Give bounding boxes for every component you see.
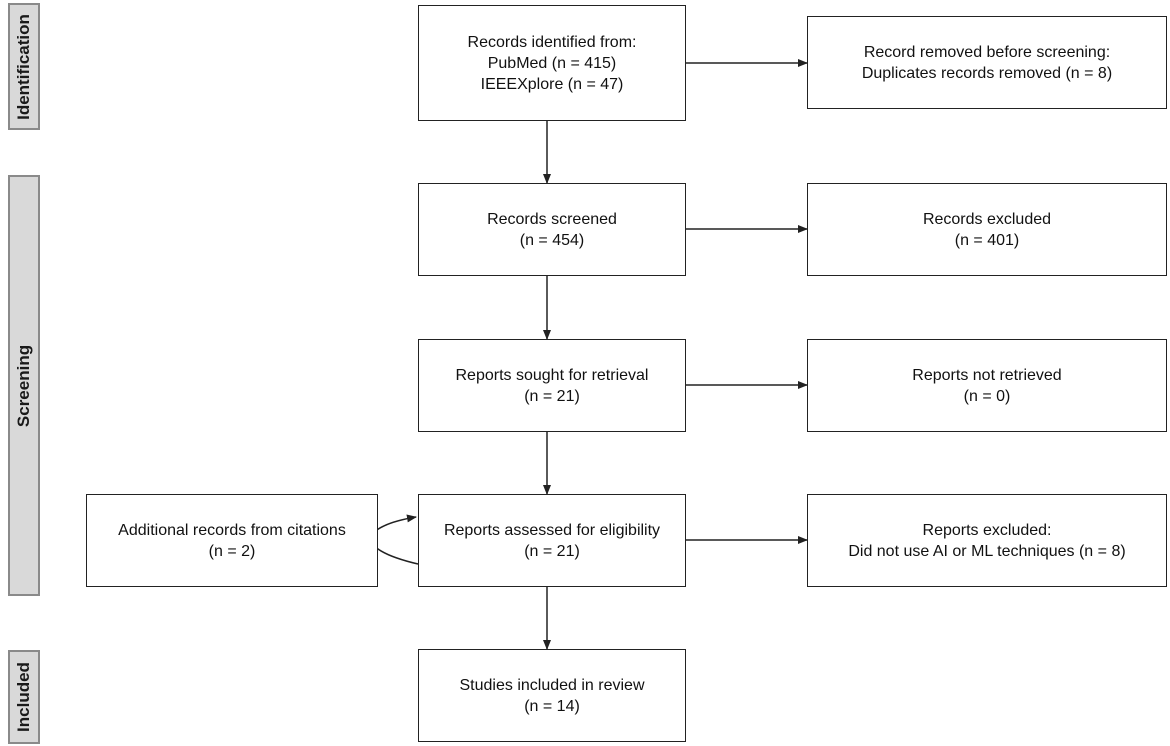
- records-removed-title: Record removed before screening:: [863, 43, 1111, 61]
- records-excluded-count: (n = 401): [954, 231, 1020, 249]
- box-records-excluded: Records excluded (n = 401): [807, 183, 1167, 276]
- records-screened-title: Records screened: [487, 210, 617, 228]
- additional-records-title: Additional records from citations: [118, 521, 346, 539]
- phase-label-included: Included: [8, 650, 40, 744]
- phase-label-screening: Screening: [8, 175, 40, 596]
- box-reports-not-retrieved: Reports not retrieved (n = 0): [807, 339, 1167, 432]
- reports-excluded-reason: Did not use AI or ML techniques (n = 8): [848, 542, 1126, 560]
- records-removed-duplicates: Duplicates records removed (n = 8): [861, 64, 1113, 82]
- box-records-screened: Records screened (n = 454): [418, 183, 686, 276]
- studies-included-count: (n = 14): [524, 697, 580, 715]
- reports-excluded-title: Reports excluded:: [922, 521, 1052, 539]
- reports-sought-count: (n = 21): [524, 387, 580, 405]
- box-additional-records: Additional records from citations (n = 2…: [86, 494, 378, 587]
- box-records-removed: Record removed before screening: Duplica…: [807, 16, 1167, 109]
- records-identified-pubmed: PubMed (n = 415): [487, 54, 617, 72]
- records-identified-title: Records identified from:: [467, 33, 637, 51]
- box-records-identified: Records identified from: PubMed (n = 415…: [418, 5, 686, 121]
- box-reports-sought: Reports sought for retrieval (n = 21): [418, 339, 686, 432]
- arrow-additional-to-assessed: [370, 514, 419, 565]
- additional-records-count: (n = 2): [208, 542, 256, 560]
- reports-assessed-count: (n = 21): [524, 542, 580, 560]
- box-studies-included: Studies included in review (n = 14): [418, 649, 686, 742]
- box-reports-excluded: Reports excluded: Did not use AI or ML t…: [807, 494, 1167, 587]
- phase-label-identification: Identification: [8, 3, 40, 130]
- box-reports-assessed: Reports assessed for eligibility (n = 21…: [418, 494, 686, 587]
- records-identified-ieeexplore: IEEEXplore (n = 47): [480, 75, 624, 93]
- reports-not-retrieved-title: Reports not retrieved: [912, 366, 1062, 384]
- reports-sought-title: Reports sought for retrieval: [455, 366, 649, 384]
- records-excluded-title: Records excluded: [922, 210, 1052, 228]
- reports-not-retrieved-count: (n = 0): [963, 387, 1011, 405]
- reports-assessed-title: Reports assessed for eligibility: [443, 521, 661, 539]
- records-screened-count: (n = 454): [519, 231, 585, 249]
- studies-included-title: Studies included in review: [459, 676, 645, 694]
